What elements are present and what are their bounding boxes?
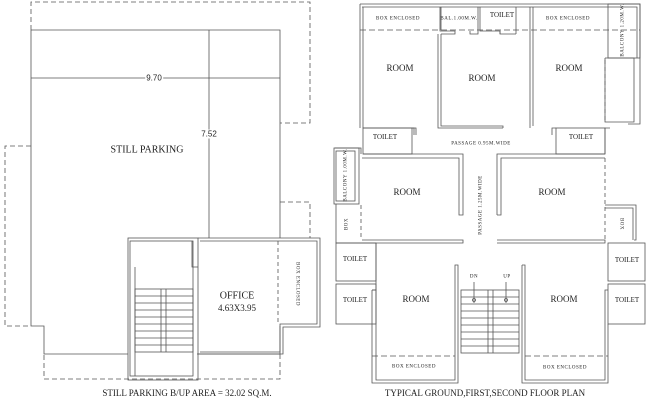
- left-plan-lines: [4, 1, 321, 381]
- room-bottom-right: ROOM: [550, 294, 578, 304]
- toilet-right-2: TOILET: [614, 296, 640, 304]
- office-size: 4.63X3.95: [218, 303, 256, 313]
- toilet-left-1: TOILET: [342, 255, 368, 263]
- toilet-left-2: TOILET: [342, 296, 368, 304]
- stair-up-label: UP: [503, 274, 511, 280]
- box-enclosed-bottom-right: BOX ENCLOSED: [543, 365, 587, 371]
- passage-vertical: PASSAGE 1.25M.WIDE: [478, 175, 484, 235]
- room-mid-left: ROOM: [393, 187, 421, 197]
- box-enclosed-top-left: BOX ENCLOSED: [376, 16, 420, 22]
- room-top-right: ROOM: [555, 63, 583, 73]
- office-box-enclosed: BOX ENCLOSED: [294, 262, 300, 306]
- room-top-center: ROOM: [468, 73, 496, 83]
- left-plan-title: STILL PARKING B/UP AREA = 32.02 SQ.M.: [102, 388, 272, 398]
- toilet-upper-right: TOILET: [568, 133, 594, 141]
- room-mid-right: ROOM: [538, 187, 566, 197]
- parking-label: STILL PARKING: [110, 144, 184, 156]
- toilet-right-1: TOILET: [614, 256, 640, 264]
- room-bottom-left: ROOM: [402, 294, 430, 304]
- balcony-small: BAL.1.00M.W.: [440, 16, 478, 22]
- toilet-upper-left: TOILET: [372, 133, 398, 141]
- box-enclosed-top-right: BOX ENCLOSED: [546, 16, 590, 22]
- office-label: OFFICE: [219, 290, 255, 302]
- stair-down-label: DN: [469, 274, 479, 280]
- right-plan-title: TYPICAL GROUND,FIRST,SECOND FLOOR PLAN: [384, 388, 586, 398]
- box-left: BOX: [344, 217, 350, 231]
- box-enclosed-bottom-left: BOX ENCLOSED: [392, 364, 436, 370]
- right-plan-lines: [333, 3, 646, 384]
- balcony-left: BALCONY 1.00M.W.: [343, 148, 349, 202]
- passage-horizontal: PASSAGE 0.95M.WIDE: [451, 141, 511, 147]
- balcony-right: BALCONY 1.20M.W.: [620, 3, 626, 57]
- dimension-width: 9.70: [145, 73, 163, 83]
- room-top-left: ROOM: [386, 63, 414, 73]
- dimension-height: 7.52: [200, 129, 218, 139]
- toilet-top: TOILET: [489, 11, 515, 19]
- box-right: BOX: [618, 217, 624, 231]
